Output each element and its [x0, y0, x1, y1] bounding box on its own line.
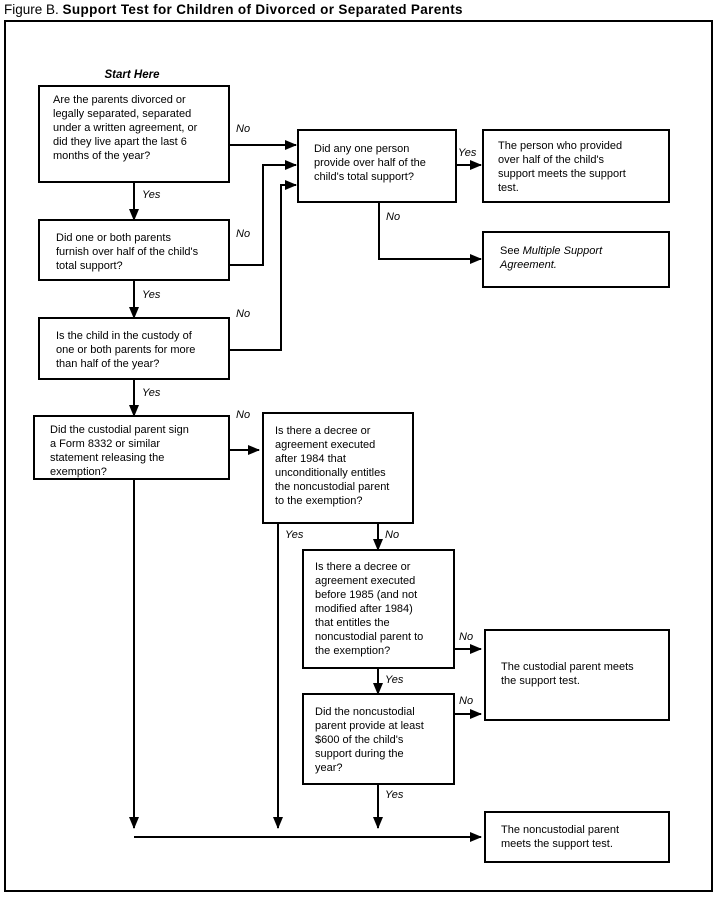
edge-label-q6-yes: Yes	[285, 529, 304, 541]
node-r3-box[interactable]	[484, 629, 670, 721]
node-q3[interactable]: Is the child in the custody of one or bo…	[38, 317, 230, 380]
node-r4-text: The noncustodial parent meets the suppor…	[501, 824, 622, 850]
node-r3[interactable]: The custodial parent meets the support t…	[484, 629, 670, 721]
node-r1-text: The person who provided over half of the…	[498, 140, 629, 194]
node-r1-box[interactable]	[482, 129, 670, 203]
edge-label-q3-no: No	[236, 308, 250, 320]
node-q5[interactable]: Did any one person provide over half of …	[297, 129, 457, 203]
node-q1-text: Are the parents divorced or legally sepa…	[53, 94, 200, 162]
start-here-label: Start Here	[105, 69, 161, 81]
edge-q2-no	[229, 160, 297, 266]
figure-title-text: Support Test for Children of Divorced or…	[62, 2, 463, 17]
node-q2-text: Did one or both parents furnish over hal…	[56, 232, 201, 272]
node-q4-box[interactable]	[33, 415, 230, 480]
node-q2[interactable]: Did one or both parents furnish over hal…	[38, 219, 230, 281]
node-r2[interactable]: See Multiple Support Agreement.	[482, 231, 670, 288]
node-r3-text: The custodial parent meets the support t…	[501, 661, 637, 687]
node-r4[interactable]: The noncustodial parent meets the suppor…	[484, 811, 670, 863]
edge-label-q7-yes: Yes	[385, 674, 404, 686]
edge-label-q7-no: No	[459, 631, 473, 643]
node-q2-box[interactable]	[38, 219, 230, 281]
node-r2-text: See Multiple Support Agreement.	[499, 245, 605, 271]
node-q6-box[interactable]	[262, 412, 414, 524]
node-q1-box[interactable]	[38, 85, 230, 183]
figure-label: Figure B.	[4, 2, 59, 17]
node-q4-text: Did the custodial parent sign a Form 833…	[50, 424, 192, 478]
edge-q5-no	[378, 202, 482, 264]
chart-border: Start Here	[4, 20, 713, 892]
node-q3-text: Is the child in the custody of one or bo…	[56, 330, 198, 370]
flowchart-canvas: Start Here	[33, 69, 670, 863]
edge-label-q2-yes: Yes	[142, 289, 161, 301]
node-q4[interactable]: Did the custodial parent sign a Form 833…	[33, 415, 230, 480]
node-q7-text: Is there a decree or agreement executed …	[315, 561, 426, 657]
node-q6-text: Is there a decree or agreement executed …	[275, 425, 392, 507]
node-q7[interactable]: Is there a decree or agreement executed …	[302, 549, 455, 669]
edge-label-q1-yes: Yes	[142, 189, 161, 201]
edge-label-q8-yes: Yes	[385, 789, 404, 801]
edge-label-q5-no: No	[386, 211, 400, 223]
node-q8-box[interactable]	[302, 693, 455, 785]
node-q3-box[interactable]	[38, 317, 230, 380]
node-q1[interactable]: Are the parents divorced or legally sepa…	[38, 85, 230, 183]
edge-label-q4-no: No	[236, 409, 250, 421]
edge-label-q8-no: No	[459, 695, 473, 707]
node-q8-text: Did the noncustodial parent provide at l…	[315, 706, 427, 774]
node-r4-box[interactable]	[484, 811, 670, 863]
node-q5-box[interactable]	[297, 129, 457, 203]
node-q5-text: Did any one person provide over half of …	[314, 143, 429, 183]
edge-label-q2-no: No	[236, 228, 250, 240]
page-title: Figure B. Support Test for Children of D…	[4, 2, 463, 18]
edge-label-q1-no: No	[236, 123, 250, 135]
edge-label-q6-no: No	[385, 529, 399, 541]
edge-q3-no	[229, 180, 297, 351]
node-q7-box[interactable]	[302, 549, 455, 669]
node-r2-box[interactable]	[482, 231, 670, 288]
edge-label-q5-yes: Yes	[458, 147, 477, 159]
node-q8[interactable]: Did the noncustodial parent provide at l…	[302, 693, 455, 785]
edge-label-q3-yes: Yes	[142, 387, 161, 399]
node-r1[interactable]: The person who provided over half of the…	[482, 129, 670, 203]
node-q6[interactable]: Is there a decree or agreement executed …	[262, 412, 414, 524]
